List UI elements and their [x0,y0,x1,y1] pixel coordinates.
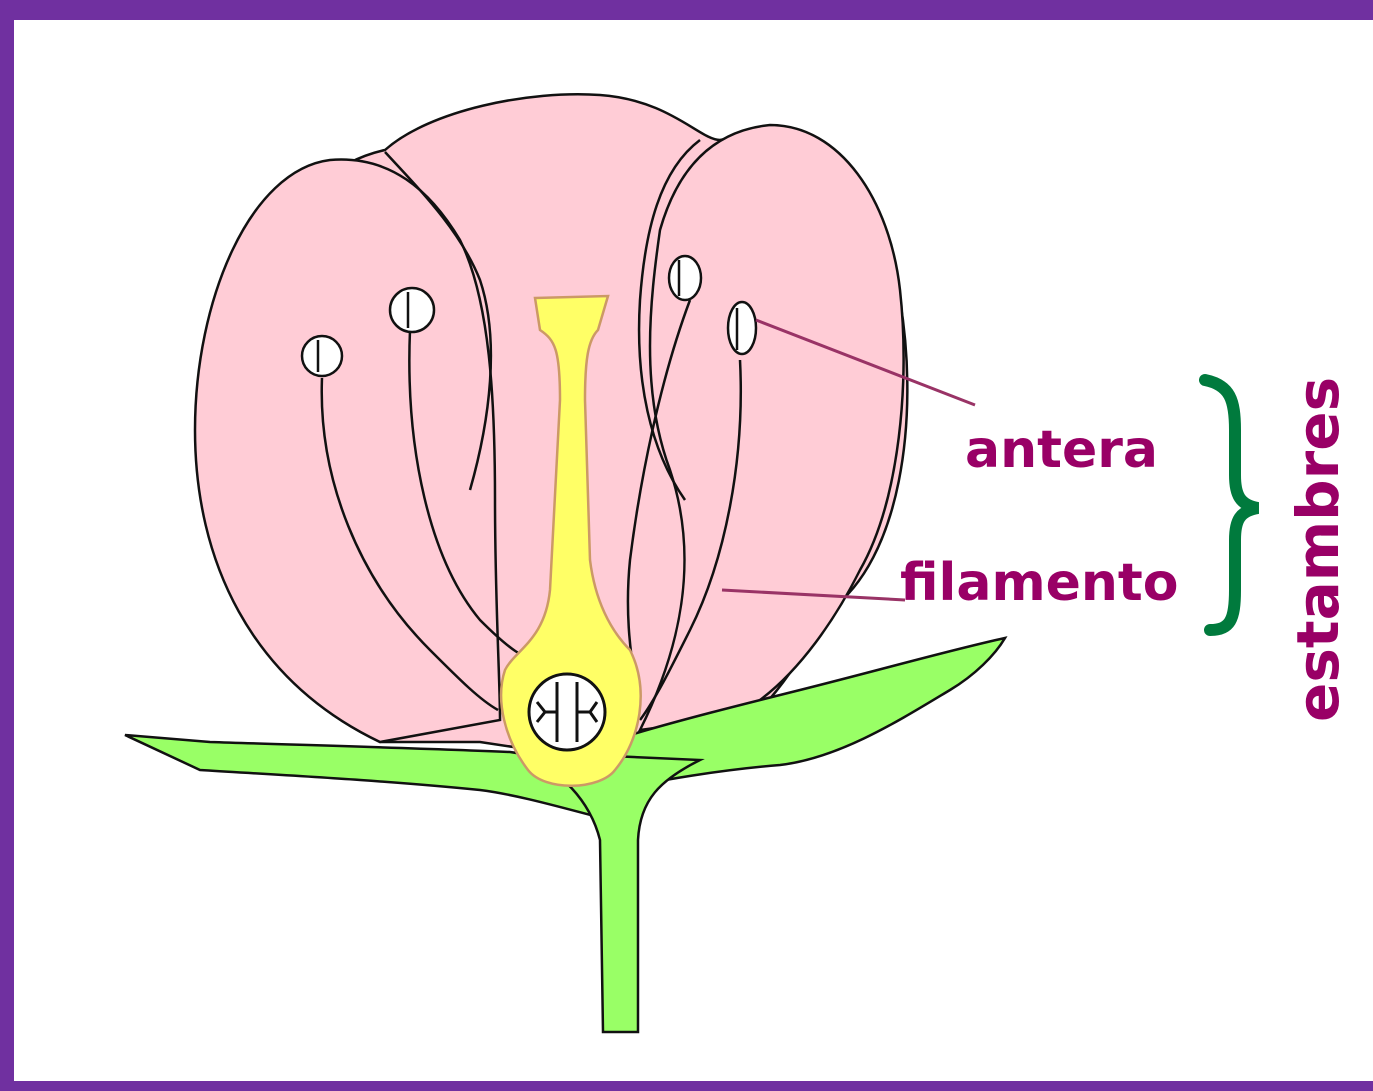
filamento-label: filamento [900,553,1179,613]
anther-3 [669,256,701,300]
petal-left [195,160,500,742]
antera-label: antera [965,420,1158,480]
petal-right [640,125,904,730]
ovary [529,674,605,750]
stamen-brace [1205,380,1258,630]
anther-1 [302,336,342,376]
anther-4 [728,302,756,354]
anther-2 [390,288,434,332]
estambres-label: estambres [1284,377,1352,722]
